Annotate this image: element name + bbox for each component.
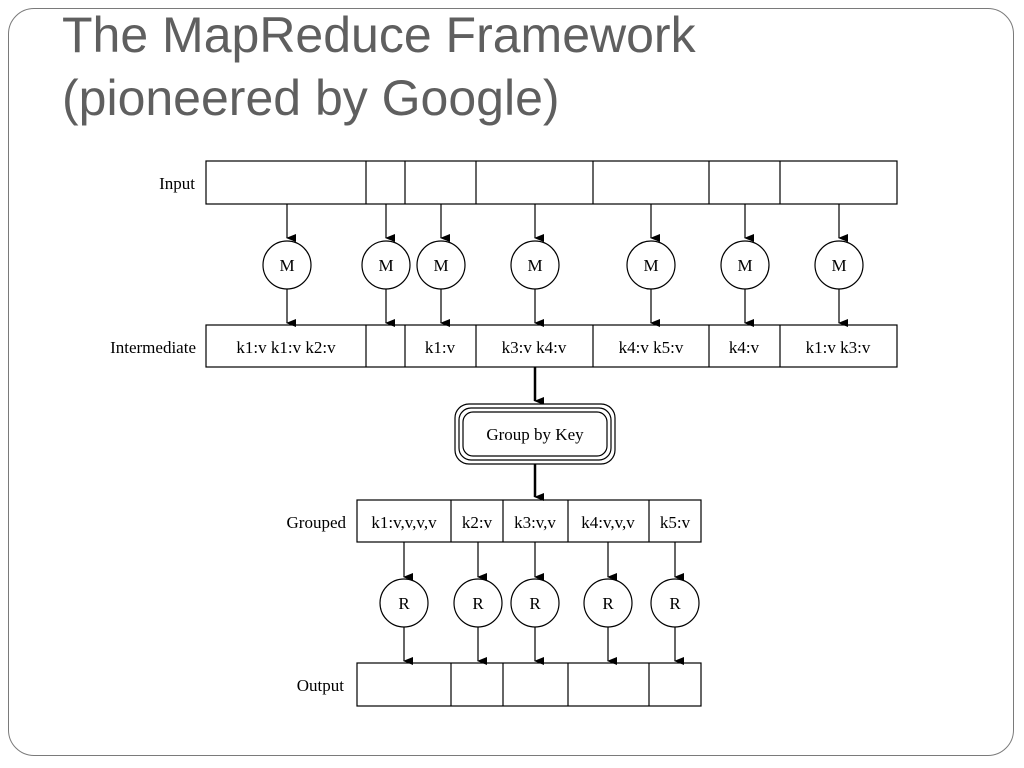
- intermediate-cell: k1:v k3:v: [806, 338, 871, 357]
- reduce-node: R: [650, 578, 700, 628]
- grouped-cell: k1:v,v,v,v: [371, 513, 437, 532]
- slide-title-line-1: The MapReduce Framework: [62, 7, 696, 63]
- map-node-label: M: [433, 256, 448, 275]
- map-node-label: M: [279, 256, 294, 275]
- intermediate-cell: k4:v: [729, 338, 760, 357]
- reduce-node: R: [379, 578, 429, 628]
- row-label-input: Input: [159, 174, 195, 193]
- grouped-row: k1:v,v,v,v k2:v k3:v,v k4:v,v,v k5:v: [356, 499, 702, 543]
- map-node: M: [510, 240, 560, 290]
- output-row: [356, 662, 702, 707]
- reduce-node-label: R: [602, 594, 614, 613]
- reduce-node-label: R: [669, 594, 681, 613]
- slide-frame: [8, 8, 1014, 756]
- input-row: [205, 160, 898, 205]
- map-node: M: [416, 240, 466, 290]
- intermediate-cell: k3:v k4:v: [502, 338, 567, 357]
- row-label-grouped: Grouped: [287, 513, 347, 532]
- grouped-cell: k3:v,v: [514, 513, 556, 532]
- map-node: M: [626, 240, 676, 290]
- map-node-label: M: [378, 256, 393, 275]
- intermediate-row: k1:v k1:v k2:v k1:v k3:v k4:v k4:v k5:v …: [205, 324, 898, 368]
- group-by-key-stage: Group by Key: [454, 367, 616, 501]
- map-layer: M M M M M M M: [262, 204, 864, 327]
- reduce-node-label: R: [529, 594, 541, 613]
- reduce-layer: R R R R R: [379, 542, 700, 665]
- group-by-key-label: Group by Key: [486, 425, 584, 444]
- reduce-node-label: R: [472, 594, 484, 613]
- row-label-output: Output: [297, 676, 345, 695]
- grouped-cell: k4:v,v,v: [581, 513, 635, 532]
- map-node-label: M: [737, 256, 752, 275]
- map-node-label: M: [831, 256, 846, 275]
- slide-title: The MapReduce Framework (pioneered by Go…: [62, 4, 696, 130]
- slide-title-line-2: (pioneered by Google): [62, 70, 560, 126]
- reduce-node-label: R: [398, 594, 410, 613]
- intermediate-cell: k1:v k1:v k2:v: [236, 338, 336, 357]
- intermediate-cell: k4:v k5:v: [619, 338, 684, 357]
- map-node: M: [814, 240, 864, 290]
- map-node: M: [720, 240, 770, 290]
- reduce-node: R: [583, 578, 633, 628]
- reduce-node: R: [510, 578, 560, 628]
- map-node-label: M: [643, 256, 658, 275]
- grouped-cell: k5:v: [660, 513, 691, 532]
- row-label-intermediate: Intermediate: [110, 338, 196, 357]
- map-node-label: M: [527, 256, 542, 275]
- reduce-node: R: [453, 578, 503, 628]
- map-node: M: [262, 240, 312, 290]
- grouped-cell: k2:v: [462, 513, 493, 532]
- map-node: M: [361, 240, 411, 290]
- intermediate-cell: k1:v: [425, 338, 456, 357]
